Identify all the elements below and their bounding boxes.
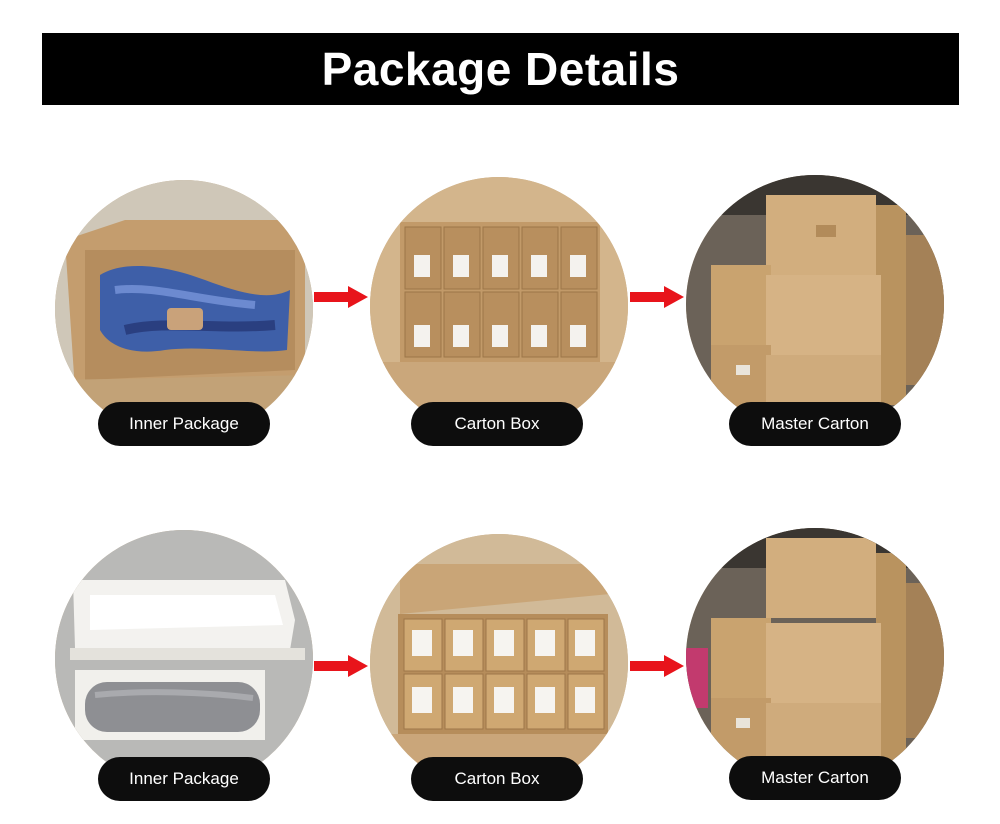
step-label-carton-box-2: Carton Box bbox=[411, 757, 583, 801]
step-label-master-carton-2: Master Carton bbox=[729, 756, 901, 800]
step-label-inner-package-2: Inner Package bbox=[98, 757, 270, 801]
inner-package-photo-1 bbox=[55, 180, 313, 438]
arrow-right-icon bbox=[314, 286, 368, 308]
carton-box-photo-1 bbox=[370, 177, 628, 435]
inner-package-photo-2 bbox=[55, 530, 313, 788]
step-label-inner-package-1: Inner Package bbox=[98, 402, 270, 446]
master-carton-photo-2 bbox=[686, 528, 944, 786]
step-label-master-carton-1: Master Carton bbox=[729, 402, 901, 446]
header-banner: Package Details bbox=[42, 33, 959, 105]
page-title: Package Details bbox=[321, 43, 680, 95]
arrow-right-icon bbox=[630, 286, 684, 308]
arrow-right-icon bbox=[314, 655, 368, 677]
step-label-carton-box-1: Carton Box bbox=[411, 402, 583, 446]
arrow-right-icon bbox=[630, 655, 684, 677]
master-carton-photo-1 bbox=[686, 175, 944, 433]
carton-box-photo-2 bbox=[370, 534, 628, 792]
